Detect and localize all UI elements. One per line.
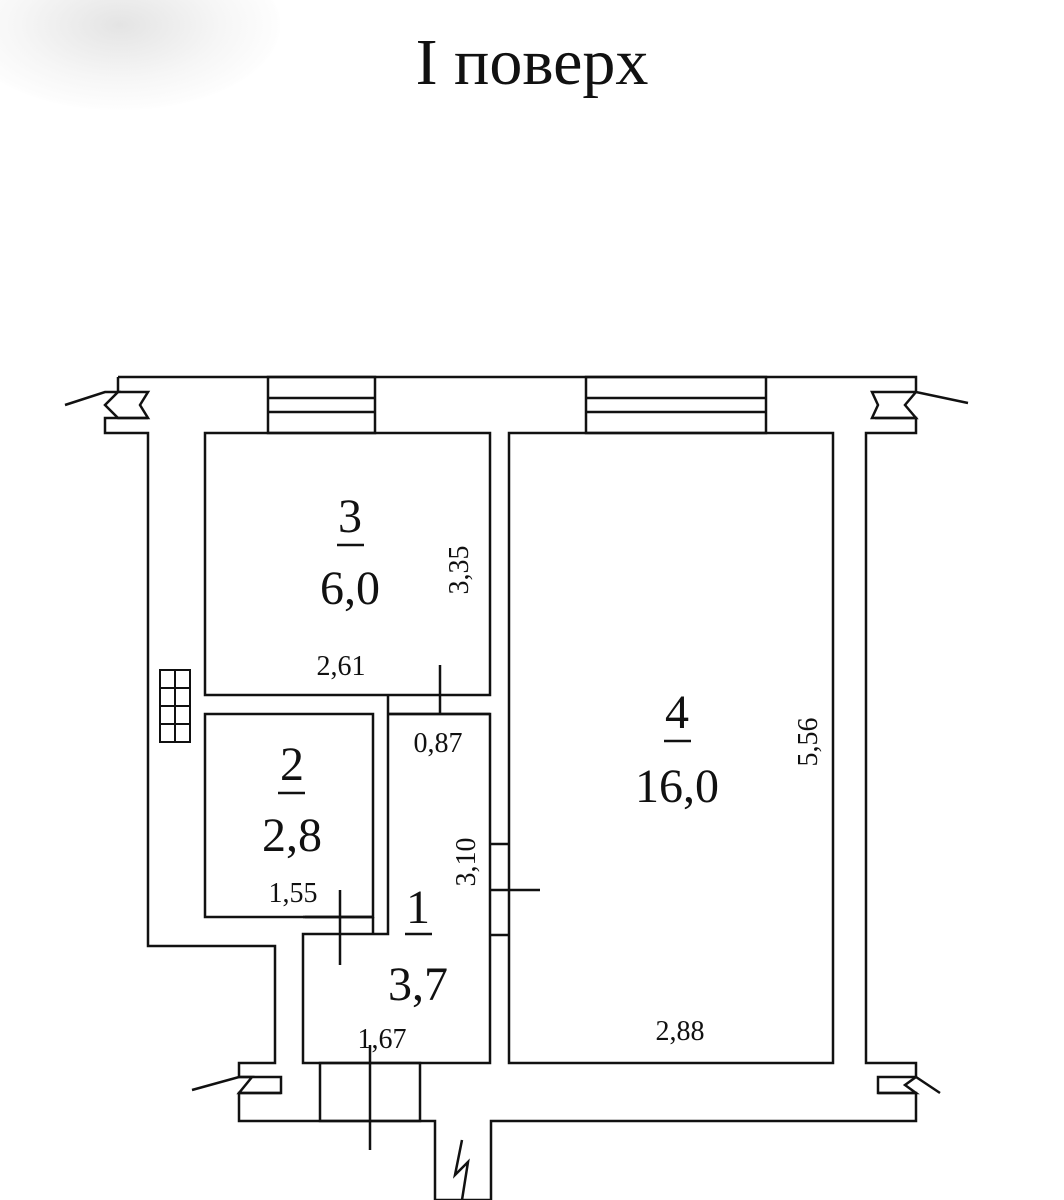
break-mark-entrance <box>452 1139 470 1200</box>
room-4-outline <box>507 431 835 1065</box>
room-3-number: 3 <box>338 490 362 543</box>
entrance-door <box>318 1045 422 1150</box>
ventilation-grid <box>159 669 191 743</box>
room-3-height-dimension: 3,35 <box>444 546 475 595</box>
door-room-2 <box>305 890 373 965</box>
break-mark-top-right <box>875 390 969 420</box>
room-3-area: 6,0 <box>320 562 380 615</box>
corridor-width-dimension: 0,87 <box>414 728 463 759</box>
break-mark-top-left <box>64 390 148 420</box>
hall-height-dimension: 3,10 <box>451 838 482 887</box>
floor-title: І поверх <box>415 26 649 99</box>
room-2-outline <box>203 712 375 919</box>
room-2-width-dimension: 1,55 <box>269 878 318 909</box>
room-4-area: 16,0 <box>635 760 719 813</box>
window-room-4 <box>584 375 768 435</box>
room-2-number: 2 <box>280 738 304 791</box>
room-1-number: 1 <box>406 881 430 934</box>
room-3-outline <box>203 431 492 697</box>
break-mark-bottom-left <box>191 1075 281 1095</box>
room-1-area: 3,7 <box>388 958 448 1011</box>
room-4-width-dimension: 2,88 <box>656 1016 705 1047</box>
outer-wall-outline <box>103 375 918 1200</box>
room-4-height-dimension: 5,56 <box>793 718 824 767</box>
room-2-area: 2,8 <box>262 809 322 862</box>
window-room-3 <box>266 375 377 435</box>
door-room-4 <box>490 842 540 937</box>
room-4-number: 4 <box>665 686 689 739</box>
room-1-width-dimension: 1,67 <box>358 1024 407 1055</box>
break-mark-bottom-right <box>878 1075 941 1095</box>
room-3-width-dimension: 2,61 <box>317 651 366 682</box>
